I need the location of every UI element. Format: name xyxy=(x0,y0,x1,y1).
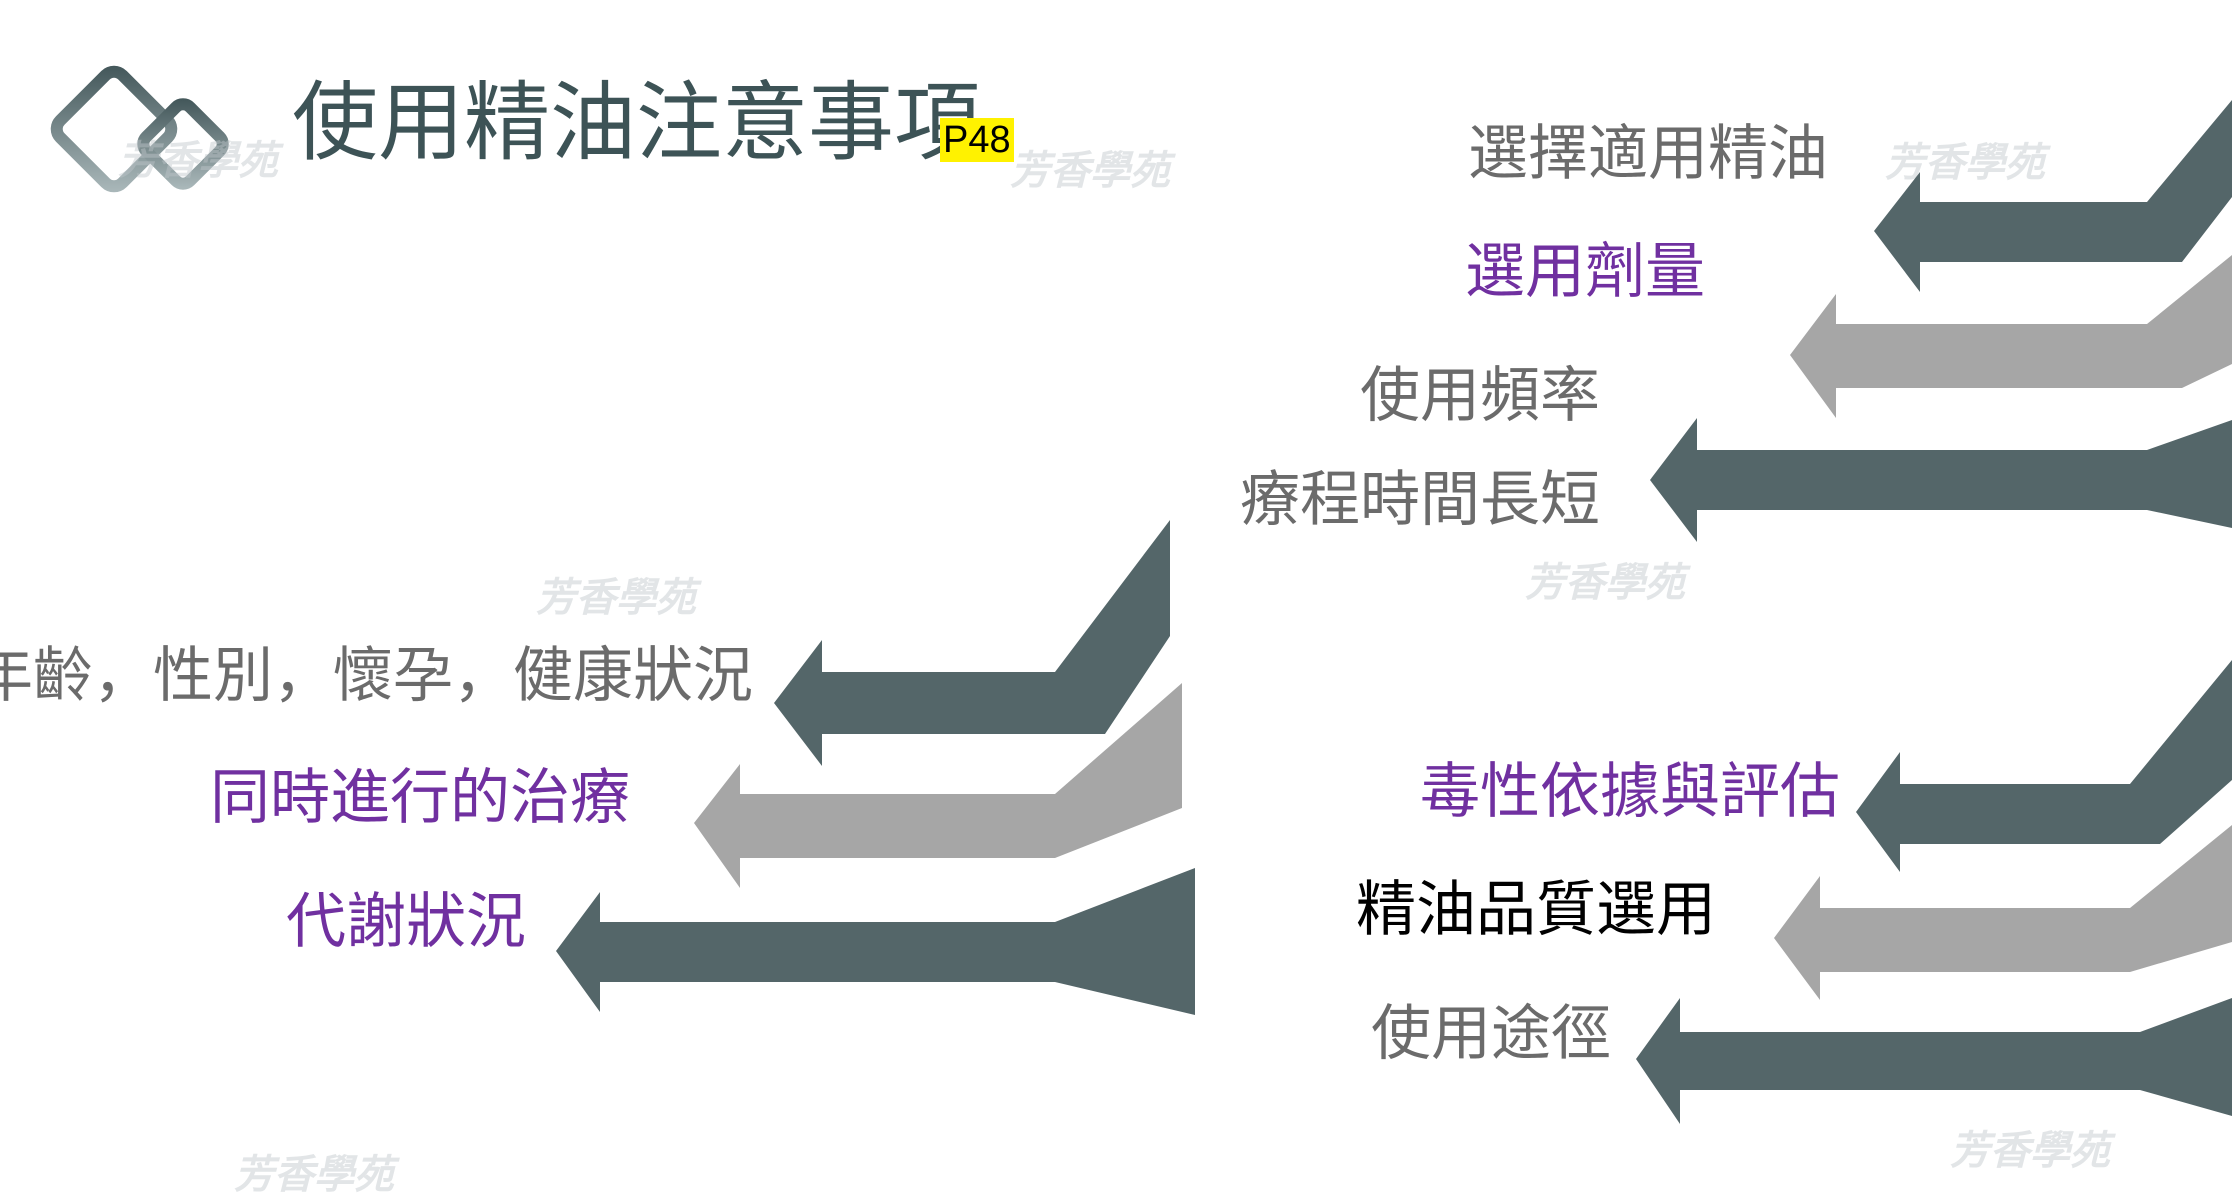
watermark: 芳香學苑 xyxy=(1885,140,2045,186)
label-age-gender: 年齡，性別，懷孕，健康狀況 xyxy=(0,641,753,711)
arrow-left-1 xyxy=(774,520,1170,766)
label-oil-quality: 精油品質選用 xyxy=(1356,875,1716,945)
label-route: 使用途徑 xyxy=(1371,999,1611,1069)
title-logo-icon xyxy=(50,65,229,193)
label-metabolism: 代謝狀況 xyxy=(286,887,526,957)
watermark: 芳香學苑 xyxy=(1525,560,1685,606)
label-course-duration: 療程時間長短 xyxy=(1240,465,1600,535)
slide: 使用精油注意事項 P48 芳香學苑 芳香學苑 芳香學苑 芳香學苑 芳香學苑 芳香… xyxy=(0,65,2232,1198)
page-title: 使用精油注意事項 xyxy=(292,73,980,173)
arrow-left-3 xyxy=(556,868,1195,1015)
watermark: 芳香學苑 xyxy=(118,138,278,184)
arrow-left-2 xyxy=(694,683,1182,888)
arrow-bottom-right-3 xyxy=(1636,998,2232,1124)
page-number-badge: P48 xyxy=(940,118,1014,162)
arrow-bottom-right-1 xyxy=(1856,660,2232,872)
watermark: 芳香學苑 xyxy=(1010,148,1170,194)
label-dosage: 選用劑量 xyxy=(1465,237,1705,307)
label-frequency: 使用頻率 xyxy=(1360,361,1600,431)
arrow-bottom-right-2 xyxy=(1774,825,2232,1000)
label-toxicity: 毒性依據與評估 xyxy=(1420,757,1840,827)
arrow-top-right-1 xyxy=(1874,100,2232,292)
label-concurrent-treatment: 同時進行的治療 xyxy=(210,763,630,833)
label-select-oil: 選擇適用精油 xyxy=(1468,119,1828,189)
watermark: 芳香學苑 xyxy=(536,575,696,621)
arrow-top-right-4 xyxy=(1650,418,2232,542)
arrow-top-right-2 xyxy=(1790,255,2232,418)
